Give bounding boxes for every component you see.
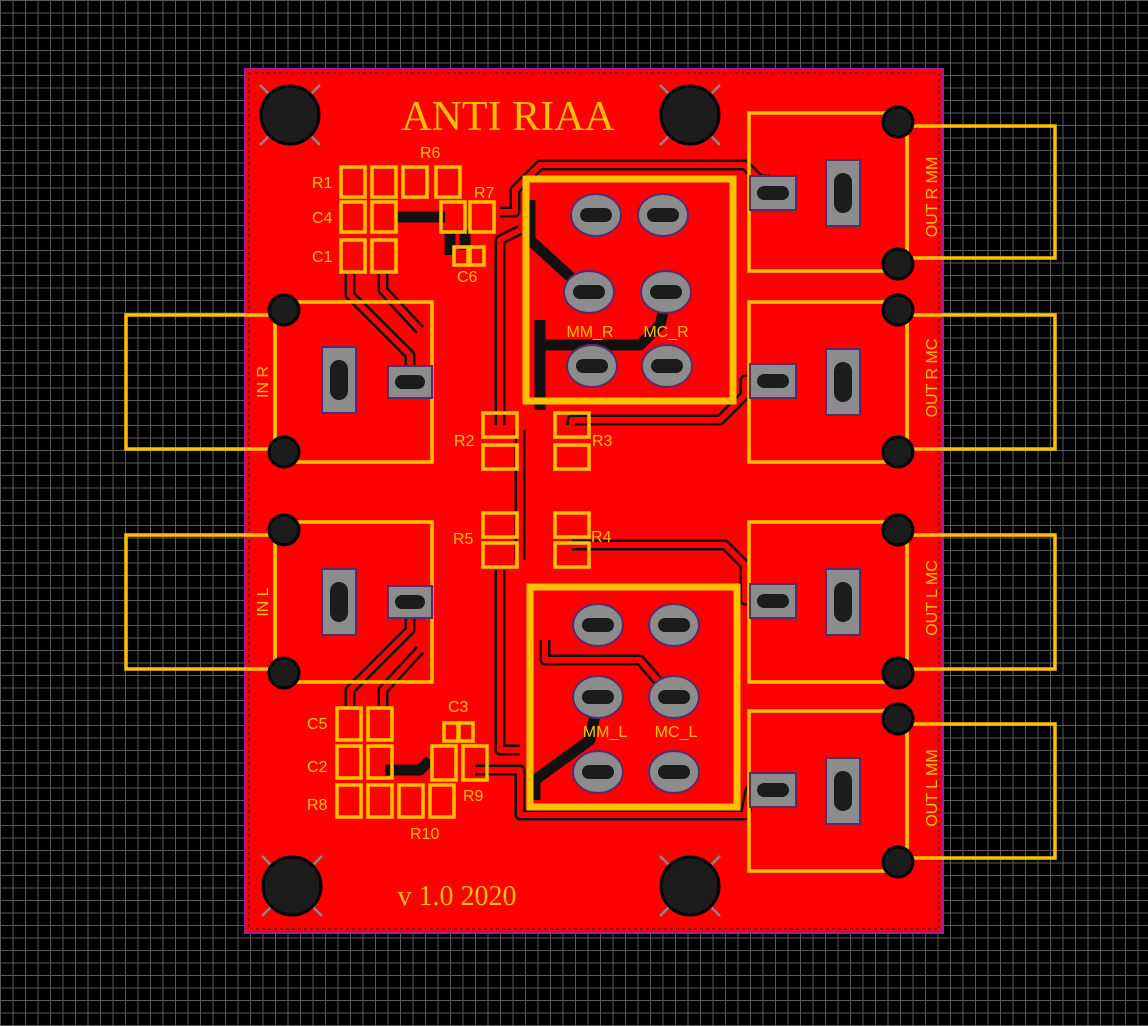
switch-label: MC_L — [655, 724, 698, 741]
label-r6: R6 — [420, 145, 441, 162]
jack-label: OUT L MM — [924, 749, 941, 826]
label-r10: R10 — [410, 826, 439, 843]
label-c6: C6 — [457, 269, 478, 286]
jack-label: IN R — [255, 366, 272, 398]
smd-pads[interactable] — [335, 165, 591, 819]
label-c2: C2 — [307, 759, 328, 776]
label-c4: C4 — [312, 210, 333, 227]
mounting-hole[interactable] — [259, 84, 321, 146]
label-r1: R1 — [312, 175, 333, 192]
jack-label: OUT R MM — [924, 157, 941, 238]
jack-label: OUT L MC — [924, 560, 941, 636]
switch-label: MM_R — [566, 324, 613, 341]
label-r3: R3 — [592, 433, 613, 450]
label-r2: R2 — [454, 433, 475, 450]
label-c1: C1 — [312, 249, 333, 266]
jack-in-r[interactable]: IN R — [124, 293, 434, 469]
mounting-hole[interactable] — [261, 855, 323, 917]
jack-out-l-mc[interactable]: OUT L MC — [747, 513, 1057, 690]
jack-out-r-mc[interactable]: OUT R MC — [747, 293, 1057, 469]
switch-right[interactable]: MM_R MC_R — [522, 175, 737, 405]
label-r5: R5 — [453, 531, 474, 548]
label-r8: R8 — [307, 797, 328, 814]
designators: R1 C4 C1 R6 R7 C6 R2 R3 R5 R4 C5 C2 R8 C… — [307, 145, 613, 843]
mounting-hole[interactable] — [659, 855, 721, 917]
jack-out-r-mm[interactable]: OUT R MM — [747, 105, 1057, 281]
keepout-line — [248, 72, 940, 930]
label-r4: R4 — [591, 529, 612, 546]
board-version: v 1.0 2020 — [398, 881, 517, 912]
board-title: ANTI RIAA — [401, 94, 615, 140]
jack-label: OUT R MC — [924, 339, 941, 418]
label-r7: R7 — [474, 185, 495, 202]
jack-in-l[interactable]: IN L — [124, 513, 434, 690]
label-c3: C3 — [448, 699, 469, 716]
switch-left[interactable]: MM_L MC_L — [526, 583, 741, 811]
mounting-hole[interactable] — [659, 84, 721, 146]
switch-label: MM_L — [583, 724, 628, 741]
jack-out-l-mm[interactable]: OUT L MM — [747, 702, 1057, 879]
label-c5: C5 — [307, 716, 328, 733]
label-r9: R9 — [463, 788, 484, 805]
switch-label: MC_R — [643, 324, 688, 341]
jack-label: IN L — [255, 587, 272, 616]
